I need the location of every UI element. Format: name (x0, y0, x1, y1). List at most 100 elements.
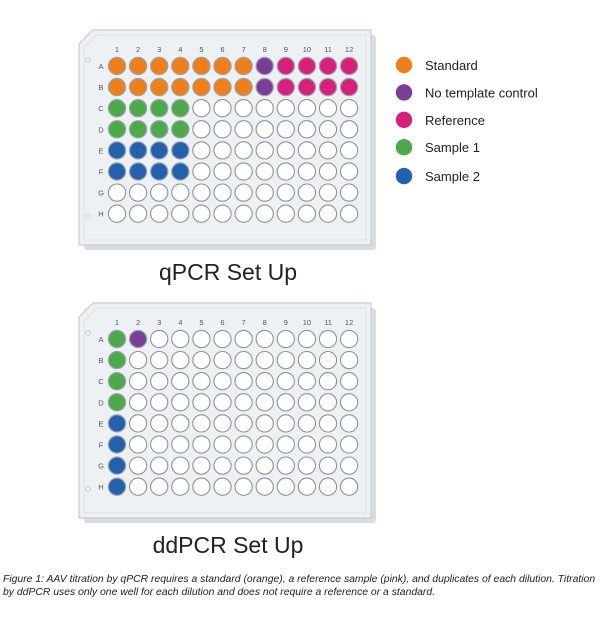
well-F1 (107, 162, 127, 181)
figure-caption: Figure 1: AAV titration by qPCR requires… (3, 574, 596, 598)
ddpcr-plate-title: ddPCR Set Up (153, 532, 304, 558)
well-D1 (107, 393, 127, 412)
row-label: D (98, 398, 104, 407)
well-G9 (276, 183, 295, 202)
legend-swatch (395, 111, 413, 128)
well-F12 (339, 435, 359, 454)
well-A3 (149, 56, 169, 76)
column-label: 8 (263, 45, 267, 54)
well-E2 (128, 414, 148, 433)
well-B3 (150, 350, 169, 370)
well-E9 (276, 414, 295, 433)
legend-label: No template control (425, 85, 538, 100)
well-D4 (171, 120, 190, 139)
well-G11 (318, 456, 338, 475)
row-label: F (99, 168, 104, 177)
well-E10 (297, 414, 317, 433)
well-F10 (297, 435, 317, 454)
column-label: 7 (242, 318, 246, 327)
well-A7 (234, 56, 253, 76)
legend-label: Sample 2 (425, 169, 480, 184)
well-A4 (171, 329, 190, 349)
well-C5 (192, 99, 211, 118)
well-C6 (213, 372, 232, 391)
well-B7 (234, 350, 253, 370)
well-D5 (192, 120, 211, 139)
well-F10 (297, 162, 317, 181)
column-label: 1 (115, 318, 119, 327)
well-E6 (213, 141, 232, 160)
well-H2 (128, 477, 148, 496)
well-B4 (171, 77, 190, 97)
well-E7 (234, 414, 253, 433)
well-A8 (255, 329, 274, 349)
row-label: C (98, 104, 104, 113)
well-F7 (234, 162, 253, 181)
well-H9 (276, 204, 295, 223)
well-E1 (107, 141, 127, 160)
column-label: 9 (284, 45, 288, 54)
legend-swatch (395, 139, 413, 156)
column-label: 11 (324, 318, 332, 327)
well-D2 (128, 120, 148, 139)
legend-swatch (395, 84, 413, 101)
well-G11 (318, 183, 338, 202)
well-D12 (339, 120, 359, 139)
column-label: 4 (178, 45, 182, 54)
well-C1 (107, 98, 127, 118)
row-label: G (98, 189, 104, 198)
column-label: 10 (303, 45, 311, 54)
well-E8 (255, 141, 274, 160)
well-D3 (149, 120, 169, 139)
well-A11 (318, 56, 338, 76)
well-G10 (297, 456, 317, 475)
legend-label: Sample 1 (425, 140, 480, 155)
well-H7 (234, 477, 253, 496)
well-D12 (339, 393, 359, 412)
well-D9 (276, 120, 295, 139)
well-G1 (107, 456, 127, 475)
column-label: 6 (220, 318, 224, 327)
well-C12 (339, 372, 359, 391)
column-label: 1 (115, 45, 119, 54)
well-H3 (150, 204, 169, 223)
well-C11 (318, 99, 338, 118)
well-E4 (171, 141, 190, 160)
well-F12 (339, 162, 359, 181)
well-G7 (234, 456, 253, 475)
row-label: A (98, 62, 103, 71)
column-label: 3 (157, 45, 161, 54)
well-C4 (171, 98, 190, 118)
well-A3 (150, 329, 169, 349)
well-F8 (255, 435, 274, 454)
well-C3 (150, 372, 169, 391)
well-C11 (318, 372, 338, 391)
well-E9 (276, 141, 295, 160)
well-H1 (107, 204, 127, 223)
well-H8 (255, 204, 274, 223)
well-D3 (150, 393, 169, 412)
well-H10 (297, 204, 317, 223)
column-label: 5 (199, 318, 203, 327)
well-C6 (213, 99, 232, 118)
well-B3 (149, 77, 169, 97)
well-B12 (339, 77, 359, 97)
plate-inner-border (83, 307, 367, 514)
well-C10 (297, 99, 317, 118)
well-H4 (171, 204, 190, 223)
well-E1 (107, 414, 127, 433)
well-G3 (150, 456, 169, 475)
well-A9 (276, 56, 295, 76)
well-A2 (128, 329, 148, 349)
well-C3 (149, 98, 169, 118)
well-A10 (297, 329, 317, 349)
well-G2 (128, 183, 148, 202)
row-label: G (98, 462, 104, 471)
well-F2 (128, 162, 148, 181)
well-F11 (318, 162, 338, 181)
well-B8 (255, 77, 274, 97)
well-C9 (276, 99, 295, 118)
column-label: 5 (199, 45, 203, 54)
plate-hole-icon (85, 213, 91, 219)
